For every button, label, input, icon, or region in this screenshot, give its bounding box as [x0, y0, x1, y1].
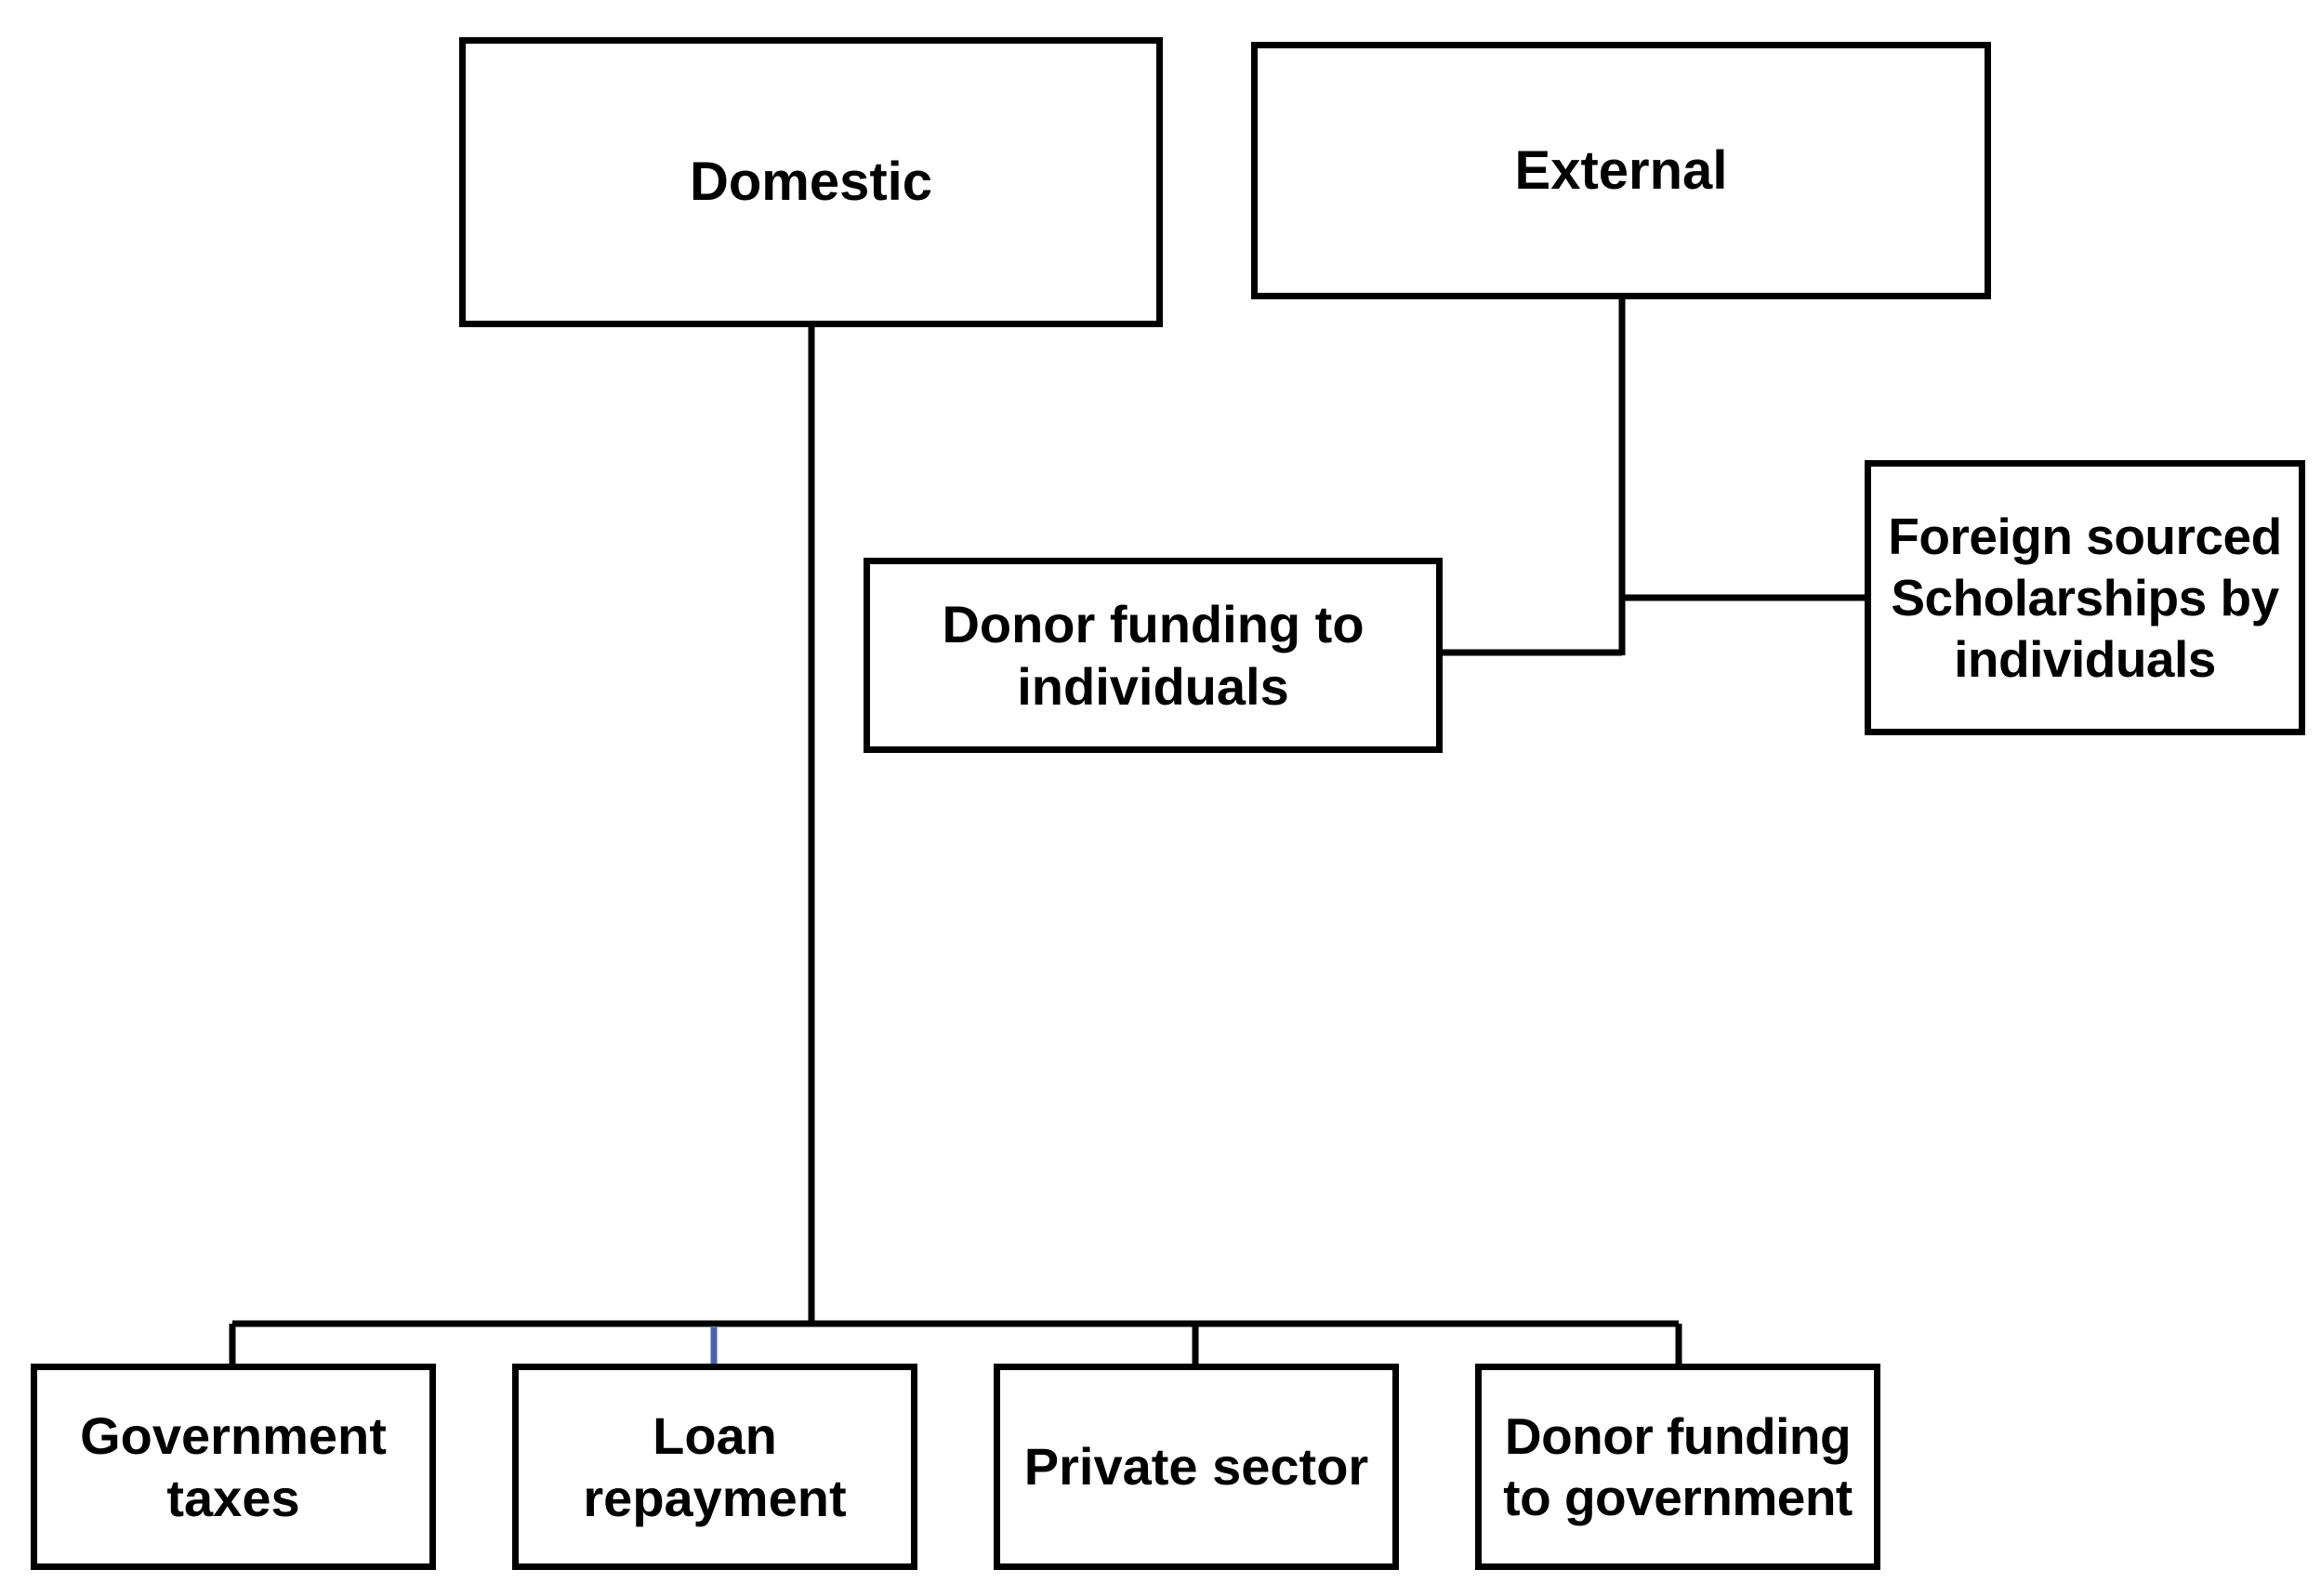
donor-funding-individuals-box: Donor funding to individuals [864, 558, 1443, 753]
private-sector-label: Private sector [1023, 1437, 1369, 1497]
domestic-box: Domestic [459, 37, 1163, 327]
private-sector-box: Private sector [994, 1364, 1399, 1570]
external-label: External [1514, 139, 1728, 201]
foreign-scholarships-box: Foreign sourced Scholarships by individu… [1865, 460, 2305, 735]
domestic-label: Domestic [689, 152, 933, 213]
loan-repayment-label: Loan repayment [583, 1405, 847, 1527]
donor-funding-government-label: Donor funding to government [1503, 1407, 1853, 1526]
donor-funding-individuals-label: Donor funding to individuals [942, 594, 1365, 716]
external-box: External [1251, 42, 1991, 299]
government-taxes-label: Government taxes [80, 1405, 387, 1527]
foreign-scholarships-label: Foreign sourced Scholarships by individu… [1888, 508, 2282, 688]
donor-funding-government-box: Donor funding to government [1475, 1364, 1880, 1570]
loan-repayment-box: Loan repayment [512, 1364, 917, 1570]
government-taxes-box: Government taxes [31, 1364, 436, 1570]
